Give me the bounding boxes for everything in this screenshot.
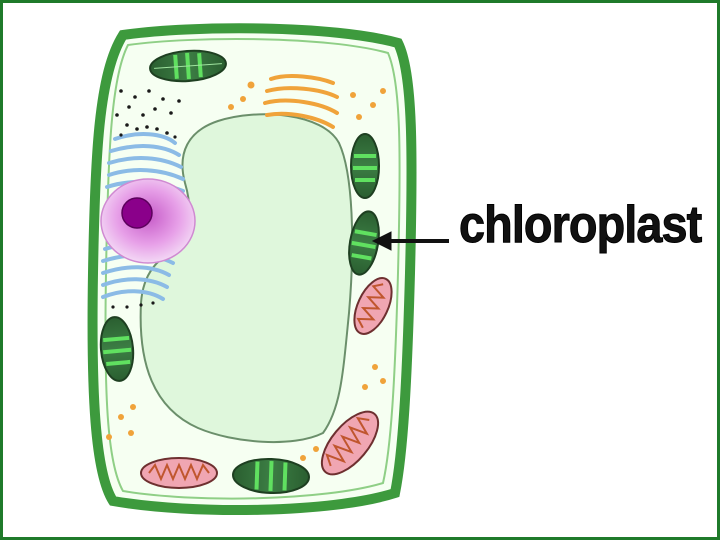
nucleus [101, 179, 195, 263]
mitochondrion-bottom-left [141, 458, 217, 488]
chloroplast-label: chloroplast [459, 199, 701, 251]
plant-cell-diagram [3, 3, 720, 540]
chloroplast-right-upper [351, 134, 379, 198]
nucleolus [122, 198, 152, 228]
